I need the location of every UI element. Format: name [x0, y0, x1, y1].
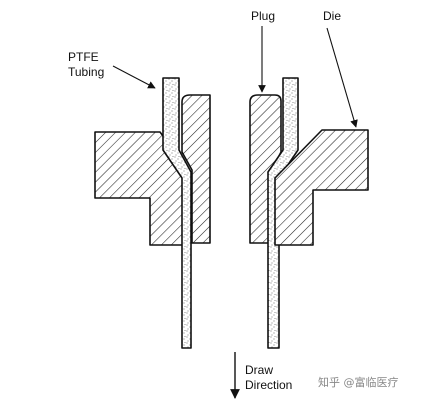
die-label: Die — [323, 9, 341, 23]
die-pointer — [326, 27, 358, 128]
ptfe-tubing-pointer — [112, 65, 156, 89]
ptfe-tubing-left — [162, 77, 192, 349]
die-right — [274, 129, 369, 246]
ptfe-tubing-label: PTFE Tubing — [68, 50, 104, 79]
plug-left — [181, 94, 211, 244]
plug-right — [249, 94, 282, 244]
draw-direction-label: Draw Direction — [245, 363, 292, 392]
ptfe-tubing-right — [267, 77, 299, 349]
watermark: 知乎 @富临医疗 — [318, 375, 399, 389]
plug-label: Plug — [251, 9, 275, 23]
